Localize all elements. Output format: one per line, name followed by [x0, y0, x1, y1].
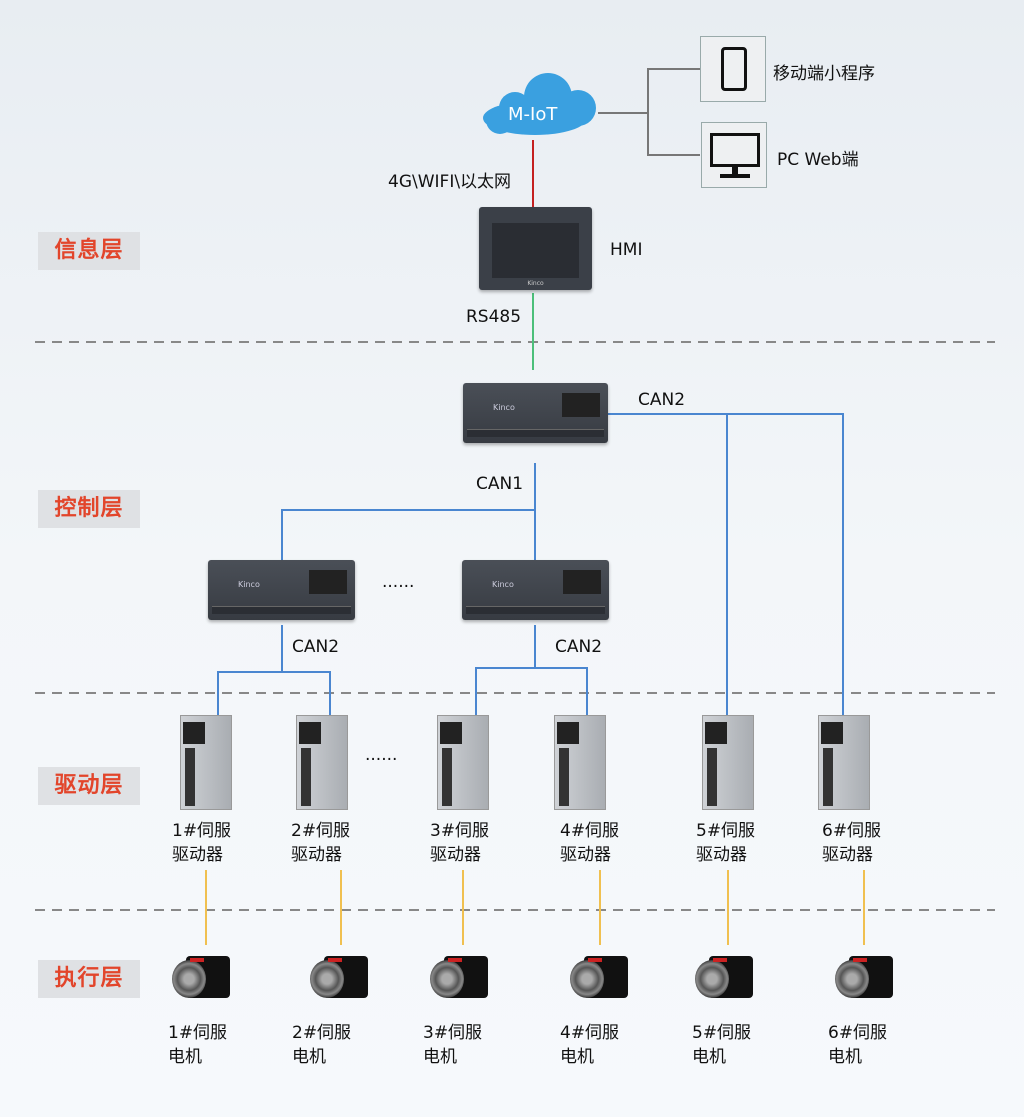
layer-label-info: 信息层	[38, 232, 140, 270]
layer-label-control: 控制层	[38, 490, 140, 528]
motor-label-1: 1#伺服电机	[168, 1023, 228, 1067]
servo-motor-2	[310, 948, 370, 1003]
hmi-label: HMI	[610, 240, 643, 260]
smartphone-icon	[700, 36, 766, 102]
layer-label-drive: 驱动层	[38, 767, 140, 805]
driver-label-3: 3#伺服驱动器	[430, 821, 490, 865]
driver-label-5: 5#伺服驱动器	[696, 821, 756, 865]
client-mobile-label: 移动端小程序	[773, 64, 875, 84]
cloud-shape	[483, 73, 596, 135]
servo-driver-6	[818, 715, 870, 810]
motor-label-4: 4#伺服电机	[560, 1023, 620, 1067]
sub-plc-1: Kinco	[208, 560, 355, 620]
client-pc-label: PC Web端	[777, 150, 859, 170]
can2-main-label: CAN2	[638, 390, 686, 410]
servo-driver-1	[180, 715, 232, 810]
servo-driver-5	[702, 715, 754, 810]
motor-label-2: 2#伺服电机	[292, 1023, 352, 1067]
can2-left-bus	[217, 671, 331, 718]
plc-ellipsis: ......	[382, 572, 415, 592]
cloud-label: M-IoT	[508, 104, 558, 125]
main-plc: Kinco	[463, 383, 608, 443]
wireless-link-label: 4G\WIFI\以太网	[388, 172, 512, 192]
monitor-icon	[701, 122, 767, 188]
hmi-device: Kinco	[479, 207, 592, 290]
motor-label-6: 6#伺服电机	[828, 1023, 888, 1067]
motor-label-5: 5#伺服电机	[692, 1023, 752, 1067]
servo-motor-5	[695, 948, 755, 1003]
can2-left-label: CAN2	[292, 637, 340, 657]
rs485-label: RS485	[466, 307, 522, 327]
servo-driver-3	[437, 715, 489, 810]
driver-label-1: 1#伺服驱动器	[172, 821, 232, 865]
can2-right-bus	[475, 667, 588, 718]
servo-motor-6	[835, 948, 895, 1003]
servo-driver-4	[554, 715, 606, 810]
servo-motor-3	[430, 948, 490, 1003]
can2-right-label: CAN2	[555, 637, 603, 657]
can1-line	[281, 463, 536, 560]
driver-label-4: 4#伺服驱动器	[560, 821, 620, 865]
sub-plc-2: Kinco	[462, 560, 609, 620]
servo-motor-4	[570, 948, 630, 1003]
cloud-client-line	[647, 68, 700, 156]
driver-ellipsis: ......	[365, 745, 398, 765]
servo-driver-2	[296, 715, 348, 810]
driver-label-6: 6#伺服驱动器	[822, 821, 882, 865]
layer-label-execute: 执行层	[38, 960, 140, 998]
servo-motor-1	[172, 948, 232, 1003]
driver-label-2: 2#伺服驱动器	[291, 821, 351, 865]
can2-main-line	[608, 413, 844, 718]
motor-label-3: 3#伺服电机	[423, 1023, 483, 1067]
can1-label: CAN1	[476, 474, 524, 494]
